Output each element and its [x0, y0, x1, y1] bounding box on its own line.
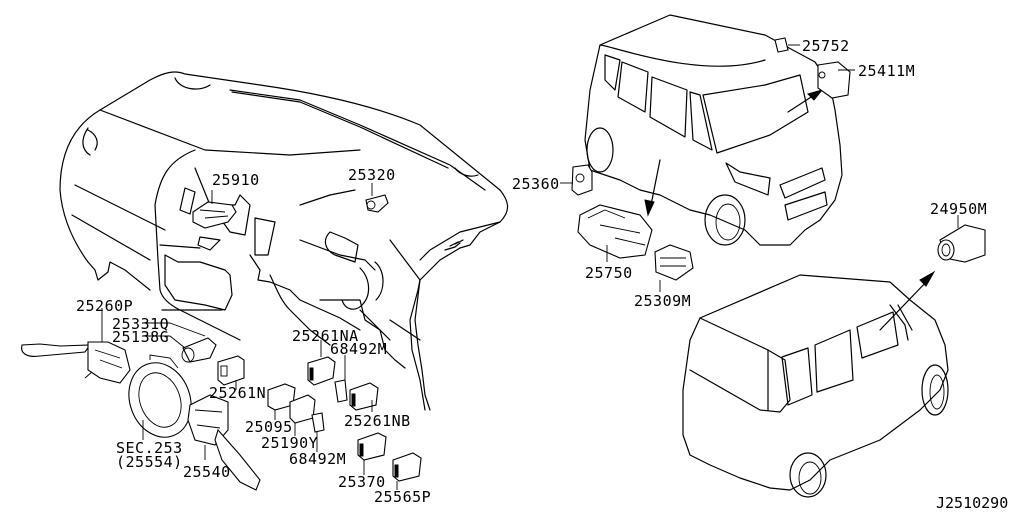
label-25331Q[interactable]: 25331Q — [112, 315, 170, 333]
label-68492M-top[interactable]: 68492M — [330, 340, 388, 358]
part-25261NB-drawing — [349, 382, 379, 412]
label-25910[interactable]: 25910 — [212, 171, 260, 189]
diagram-reference-code: J2510290 — [936, 494, 1009, 512]
label-25261NB[interactable]: 25261NB — [344, 412, 411, 430]
part-25261NA-drawing — [307, 340, 336, 386]
label-25540[interactable]: 25540 — [183, 463, 231, 481]
label-25370[interactable]: 25370 — [338, 473, 386, 491]
label-25095[interactable]: 25095 — [245, 418, 293, 436]
part-24950M-drawing — [937, 215, 986, 263]
label-68492M-bottom[interactable]: 68492M — [289, 450, 347, 468]
label-sec-253[interactable]: SEC.253 — [116, 439, 183, 457]
label-25261NA[interactable]: 25261NA — [292, 327, 359, 345]
part-25910-drawing — [192, 190, 237, 229]
label-25138G[interactable]: 25138G — [112, 328, 170, 346]
part-25190Y-drawing — [289, 394, 316, 436]
part-25752-drawing — [774, 37, 800, 53]
part-25411M-drawing — [817, 61, 855, 99]
label-25360[interactable]: 25360 — [512, 175, 560, 193]
part-25331Q-drawing — [169, 322, 217, 363]
label-25190Y[interactable]: 25190Y — [261, 434, 319, 452]
part-25565P-drawing — [392, 452, 422, 490]
part-25750-drawing — [577, 204, 653, 262]
label-25554[interactable]: (25554) — [116, 453, 183, 471]
label-25752[interactable]: 25752 — [802, 37, 850, 55]
part-25261N-drawing — [217, 355, 245, 390]
label-25565P[interactable]: 25565P — [374, 488, 432, 506]
part-68492M-bottom-drawing — [311, 412, 325, 452]
label-25320[interactable]: 25320 — [348, 166, 396, 184]
part-25360-drawing — [560, 164, 593, 196]
part-68492M-top-drawing — [334, 355, 348, 403]
vehicle-rear-drawing — [682, 270, 949, 498]
part-25540-drawing — [187, 394, 261, 491]
part-25320-drawing — [365, 183, 389, 213]
part-25260P-drawing — [21, 308, 131, 384]
label-24950M[interactable]: 24950M — [930, 200, 988, 218]
part-25370-drawing — [357, 432, 387, 475]
label-25411M[interactable]: 25411M — [858, 62, 916, 80]
part-spiral-cable-drawing — [128, 354, 192, 440]
label-25750[interactable]: 25750 — [585, 264, 633, 282]
leader-lines — [142, 322, 170, 337]
label-25260P[interactable]: 25260P — [76, 297, 134, 315]
label-25261N[interactable]: 25261N — [209, 384, 267, 402]
instrument-panel-drawing — [59, 71, 509, 411]
part-25309M-drawing — [654, 244, 694, 292]
label-25309M[interactable]: 25309M — [634, 292, 692, 310]
